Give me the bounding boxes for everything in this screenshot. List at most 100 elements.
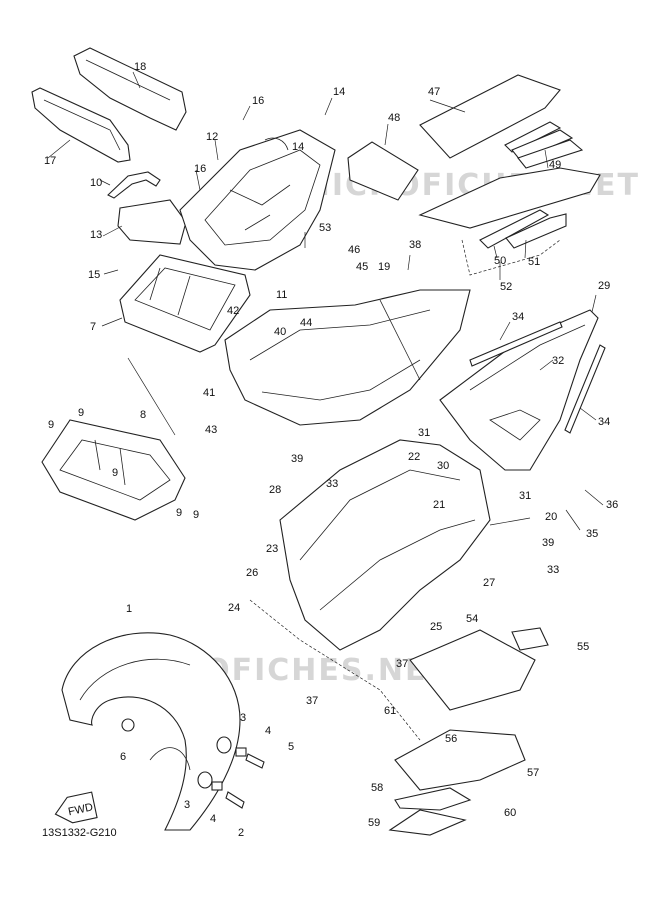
spanner-part-51 <box>479 209 550 249</box>
flap-part-59 <box>388 809 467 836</box>
callout-16: 16 <box>252 95 264 107</box>
manual-part-48 <box>347 141 419 201</box>
callout-60: 60 <box>504 807 516 819</box>
callout-39: 39 <box>291 453 303 465</box>
front-fender-part-1 <box>61 632 241 831</box>
callout-7: 7 <box>90 321 96 333</box>
rear-fender-inner <box>224 289 471 426</box>
callout-12: 12 <box>206 131 218 143</box>
callout-25: 25 <box>430 621 442 633</box>
callout-31: 31 <box>418 427 430 439</box>
callout-42: 42 <box>227 305 239 317</box>
bracket-part-10 <box>107 171 161 199</box>
callout-59: 59 <box>368 817 380 829</box>
callout-43: 43 <box>205 424 217 436</box>
callout-14: 14 <box>333 86 345 98</box>
callout-41: 41 <box>203 387 215 399</box>
callout-3: 3 <box>240 712 246 724</box>
callout-31: 31 <box>519 490 531 502</box>
seat-pad-part-18 <box>73 47 187 131</box>
case-part <box>418 167 601 229</box>
callout-15: 15 <box>88 269 100 281</box>
callout-24: 24 <box>228 602 240 614</box>
callout-29: 29 <box>598 280 610 292</box>
callout-4: 4 <box>265 725 271 737</box>
callout-26: 26 <box>246 567 258 579</box>
callout-23: 23 <box>266 543 278 555</box>
callout-40: 40 <box>274 326 286 338</box>
grommet-part-3-upper <box>216 736 232 754</box>
callout-58: 58 <box>371 782 383 794</box>
side-cover-part-17 <box>31 87 131 163</box>
grommet-part-3-lower <box>197 771 213 789</box>
toolkit-group-outline <box>461 239 561 276</box>
callout-39: 39 <box>542 537 554 549</box>
callout-54: 54 <box>466 613 478 625</box>
callout-2: 2 <box>238 827 244 839</box>
callout-9: 9 <box>112 467 118 479</box>
bag-part-47 <box>419 74 561 159</box>
rear-fender-lower <box>249 439 491 741</box>
callout-34: 34 <box>512 311 524 323</box>
rear-frame-assembly <box>179 129 336 271</box>
callout-30: 30 <box>437 460 449 472</box>
leader-lines <box>47 71 604 531</box>
callout-14: 14 <box>292 141 304 153</box>
callout-5: 5 <box>288 741 294 753</box>
callout-37: 37 <box>306 695 318 707</box>
plate-bracket-part-57 <box>394 729 526 791</box>
washer-part-6 <box>121 718 135 732</box>
callout-38: 38 <box>409 239 421 251</box>
callout-47: 47 <box>428 86 440 98</box>
callout-3: 3 <box>184 799 190 811</box>
callout-50: 50 <box>494 255 506 267</box>
callout-11: 11 <box>276 289 287 301</box>
callout-10: 10 <box>90 177 102 189</box>
callout-45: 45 <box>356 261 368 273</box>
callout-33: 33 <box>326 478 338 490</box>
callout-53: 53 <box>319 222 331 234</box>
callout-28: 28 <box>269 484 281 496</box>
callout-21: 21 <box>433 499 445 511</box>
bracket-part-54 <box>409 629 536 711</box>
callout-19: 19 <box>378 261 390 273</box>
callout-9: 9 <box>176 507 182 519</box>
callout-35: 35 <box>586 528 598 540</box>
wrench-part-52 <box>505 213 567 249</box>
bolt-part-2 <box>225 791 245 809</box>
callout-17: 17 <box>44 155 56 167</box>
callout-49: 49 <box>549 159 561 171</box>
callout-20: 20 <box>545 511 557 523</box>
callout-13: 13 <box>90 229 102 241</box>
callout-9: 9 <box>78 407 84 419</box>
callout-16: 16 <box>194 163 206 175</box>
collar-part-4-upper <box>235 747 247 757</box>
reflector-part-55 <box>511 627 549 651</box>
tray-part-7 <box>119 254 251 353</box>
callout-52: 52 <box>500 281 512 293</box>
callout-1: 1 <box>126 603 132 615</box>
callout-61: 61 <box>384 705 396 717</box>
callout-33: 33 <box>547 564 559 576</box>
callout-27: 27 <box>483 577 495 589</box>
callout-9: 9 <box>48 419 54 431</box>
diagram-code: 13S1332-G210 <box>42 827 117 839</box>
callout-32: 32 <box>552 355 564 367</box>
callout-56: 56 <box>445 733 457 745</box>
callout-55: 55 <box>577 641 589 653</box>
callout-46: 46 <box>348 244 360 256</box>
bolt-part-5 <box>245 753 265 769</box>
callout-51: 51 <box>528 256 540 268</box>
callout-8: 8 <box>140 409 146 421</box>
callout-37: 37 <box>396 658 408 670</box>
callout-36: 36 <box>606 499 618 511</box>
callout-18: 18 <box>134 61 146 73</box>
strip-part-34-right <box>564 344 606 434</box>
callout-48: 48 <box>388 112 400 124</box>
wrenches-part-49 <box>504 121 584 169</box>
fwd-arrow-icon: FWD <box>54 791 98 824</box>
pad-part-13 <box>117 199 187 245</box>
